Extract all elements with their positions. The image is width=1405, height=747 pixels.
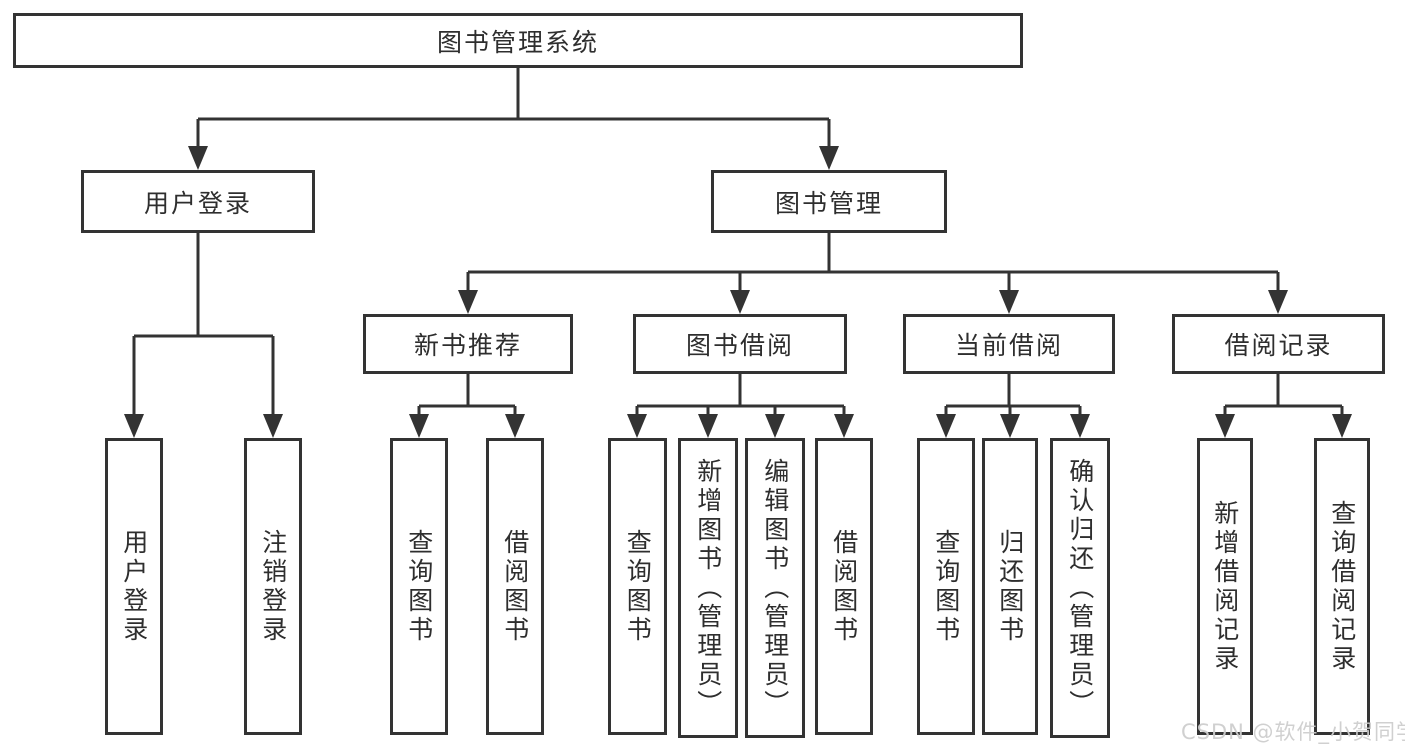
leaf-label: 归还图书 [995, 528, 1025, 645]
leaf-label: 查询图书 [404, 528, 434, 645]
arrowhead [1000, 414, 1020, 438]
edge-root-to-level2 [188, 68, 839, 170]
arrowhead [1070, 414, 1090, 438]
leaf-label: 确认归还（管理员） [1065, 457, 1095, 719]
leaf-label: 编辑图书（管理员） [760, 457, 790, 719]
node-label: 借阅记录 [1224, 331, 1333, 360]
arrowhead [409, 414, 429, 438]
leaf-confirm-return-admin: 确认归还（管理员） [1050, 438, 1110, 738]
edge-current-borrow-children [936, 374, 1090, 438]
arrowhead [936, 414, 956, 438]
leaf-logout: 注销登录 [244, 438, 302, 735]
arrowhead [188, 146, 208, 170]
node-current-borrow: 当前借阅 [903, 314, 1115, 374]
leaf-user-login: 用户登录 [105, 438, 163, 735]
node-label: 图书管理 [774, 188, 883, 218]
leaf-return-books: 归还图书 [982, 438, 1038, 735]
leaf-query-books-1: 查询图书 [390, 438, 448, 735]
leaf-label: 查询借阅记录 [1327, 499, 1357, 674]
edge-book-borrow-children [627, 374, 854, 438]
arrowhead [458, 290, 478, 314]
leaf-add-books-admin: 新增图书（管理员） [678, 438, 738, 738]
leaf-label: 借阅图书 [829, 528, 859, 645]
node-label: 图书管理系统 [436, 27, 599, 57]
arrowhead [834, 414, 854, 438]
leaf-label: 新增图书（管理员） [693, 457, 723, 719]
arrowhead [765, 414, 785, 438]
arrowhead [263, 414, 283, 438]
arrowhead [505, 414, 525, 438]
node-new-book-recommend: 新书推荐 [363, 314, 573, 374]
arrowhead [1215, 414, 1235, 438]
arrowhead [819, 146, 839, 170]
node-label: 当前借阅 [954, 331, 1063, 360]
edge-borrow-records-children [1215, 374, 1352, 438]
node-label: 用户登录 [143, 188, 252, 218]
leaf-label: 借阅图书 [500, 528, 530, 645]
arrowhead [627, 414, 647, 438]
leaf-label: 新增借阅记录 [1210, 499, 1240, 674]
leaf-label: 查询图书 [931, 528, 961, 645]
edge-new-book-recommend-children [409, 374, 525, 438]
node-label: 新书推荐 [413, 331, 522, 360]
node-label: 图书借阅 [685, 331, 794, 360]
arrowhead [730, 290, 750, 314]
arrowhead [999, 290, 1019, 314]
node-borrow-records: 借阅记录 [1172, 314, 1385, 374]
leaf-borrow-books-2: 借阅图书 [815, 438, 873, 735]
node-root-system: 图书管理系统 [13, 13, 1023, 68]
leaf-query-borrow-record: 查询借阅记录 [1314, 438, 1370, 735]
leaf-edit-books-admin: 编辑图书（管理员） [745, 438, 805, 738]
arrowhead [124, 414, 144, 438]
arrowhead [1332, 414, 1352, 438]
edge-user-login-children [124, 233, 283, 438]
node-book-borrow: 图书借阅 [633, 314, 847, 374]
node-book-management: 图书管理 [711, 170, 947, 233]
leaf-label: 用户登录 [119, 528, 149, 645]
arrowhead [1268, 290, 1288, 314]
leaf-query-books-2: 查询图书 [608, 438, 667, 735]
edge-book-management-children [458, 233, 1288, 314]
leaf-label: 查询图书 [623, 528, 653, 645]
leaf-query-books-3: 查询图书 [917, 438, 975, 735]
csdn-watermark: CSDN @软件_小贺同学 [1181, 720, 1405, 744]
leaf-borrow-books-1: 借阅图书 [486, 438, 544, 735]
leaf-label: 注销登录 [258, 528, 288, 645]
leaf-add-borrow-record: 新增借阅记录 [1197, 438, 1253, 735]
node-user-login: 用户登录 [81, 170, 315, 233]
arrowhead [698, 414, 718, 438]
